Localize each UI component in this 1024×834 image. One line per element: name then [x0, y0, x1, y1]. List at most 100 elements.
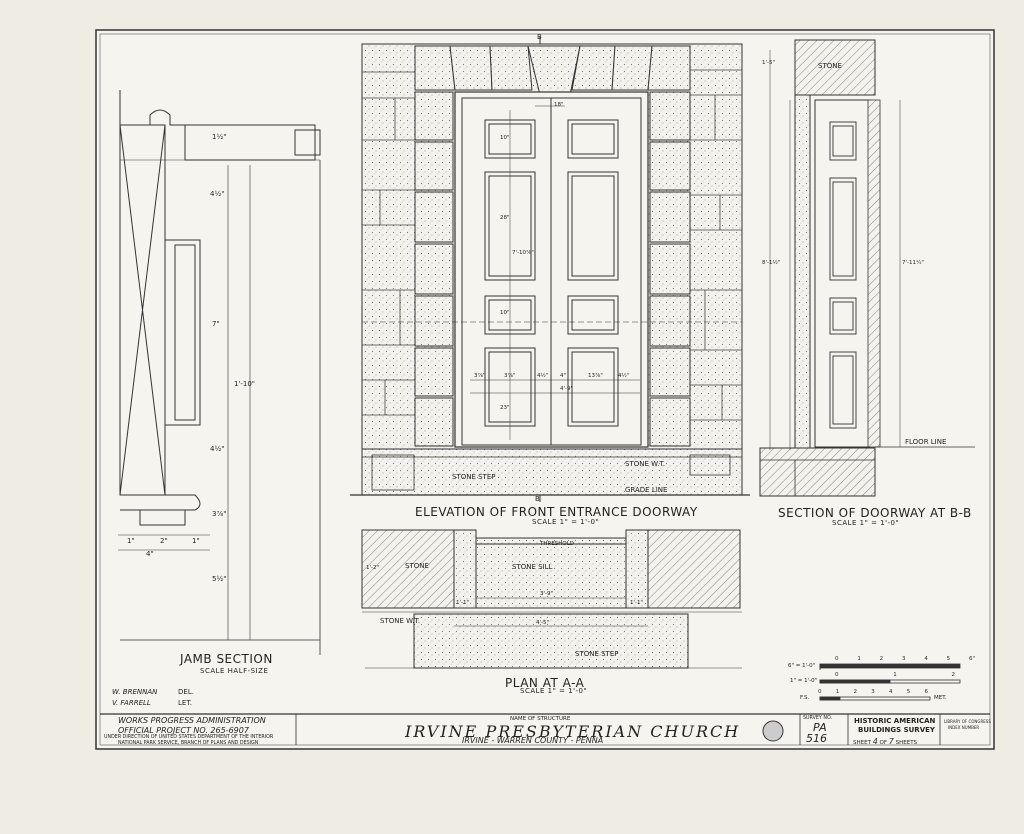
scale-tick: 4 — [889, 689, 893, 695]
elev-dim-2: 10" — [500, 135, 510, 141]
scale-tick: 2 — [951, 672, 956, 678]
habs-line-2: BUILDINGS SURVEY — [858, 726, 935, 734]
agency-line-1: WORKS PROGRESS ADMINISTRATION — [118, 716, 266, 725]
sheet-number: 4 — [872, 737, 878, 746]
letterer-role: LET. — [178, 699, 192, 707]
scale-tick: 0 — [818, 689, 822, 695]
elev-dim-4: 7'-10⅞" — [512, 250, 534, 256]
scale-tick: 1 — [835, 689, 840, 695]
elev-dim-11: 13⅞" — [588, 373, 603, 379]
scale-tick: 3 — [901, 656, 906, 662]
plan-dim-1: 3'-9" — [540, 591, 554, 597]
jamb-dim-5: 3⅞" — [212, 510, 227, 518]
section-title: SECTION OF DOORWAY AT B-B — [778, 506, 972, 520]
stone-plan-label: STONE — [405, 562, 429, 570]
stone-wt-plan-label: STONE W.T. — [380, 617, 421, 625]
library-line-2: INDEX NUMBER — [948, 725, 980, 730]
plan-dim-3: 1'-1" — [456, 600, 470, 606]
stone-wt-label: STONE W.T. — [625, 460, 666, 468]
elevation-scale: SCALE 1" = 1'-0" — [532, 518, 600, 526]
scale-tick: 4 — [924, 656, 928, 662]
jamb-section-title: JAMB SECTION — [180, 652, 273, 666]
jamb-dim-3: 7" — [212, 320, 220, 328]
scale-tick: 6" — [968, 656, 975, 662]
elev-dim-7: 3⅞" — [474, 373, 486, 379]
plan-dim-2: 4'-5" — [536, 620, 550, 626]
scale-bar-3-label: F.S. — [800, 695, 810, 701]
agency-line-3: UNDER DIRECTION OF UNITED STATES DEPARTM… — [104, 735, 274, 740]
survey-state: PA — [813, 721, 827, 734]
stone-label: STONE — [818, 62, 842, 70]
plan-scale: SCALE 1" = 1'-0" — [520, 687, 588, 695]
jamb-dim-10: 4" — [146, 550, 154, 558]
section-dim-3: 7'-11¼" — [902, 260, 924, 266]
scale-bar-3-unit: MET. — [934, 695, 947, 701]
section-dim-2: 8'-1½" — [762, 260, 781, 266]
floor-line-label: FLOOR LINE — [905, 438, 947, 446]
plan-drawing — [361, 529, 742, 669]
elev-dim-13: 4'-9" — [560, 386, 574, 392]
elevation-title: ELEVATION OF FRONT ENTRANCE DOORWAY — [415, 505, 698, 519]
scale-bars — [819, 663, 961, 701]
scale-tick: 1 — [893, 672, 897, 678]
survey-number: 516 — [806, 732, 827, 745]
jamb-dim-8: 2" — [160, 537, 168, 545]
scale-tick: 1 — [857, 656, 861, 662]
plan-dim-4: 1'-1" — [630, 600, 644, 606]
scale-tick: 5 — [906, 689, 911, 695]
plan-dim-5: 1'-2" — [366, 565, 380, 571]
elev-dim-8: 3⅞" — [504, 373, 516, 379]
threshold-label: THRESHOLD — [540, 541, 575, 547]
jamb-dim-total: 1'-10" — [234, 380, 256, 388]
jamb-dim-2: 4½" — [210, 190, 225, 198]
section-dim-1: 1'-5" — [762, 60, 776, 66]
scale-tick: 5 — [946, 656, 951, 662]
elev-dim-12: 4½" — [618, 373, 630, 379]
section-mark-bottom: B — [535, 495, 540, 503]
structure-name-label: NAME OF STRUCTURE — [510, 716, 571, 722]
elev-dim-6: 23" — [500, 405, 510, 411]
scale-tick: 0 — [835, 672, 839, 678]
section-mark-top: B — [537, 33, 542, 41]
inner-border — [99, 33, 991, 746]
scale-bar-1-ticks: 0 1 2 3 4 5 6" — [835, 656, 975, 662]
scale-tick: 6 — [924, 689, 929, 695]
scale-bar-3-ticks: 0 1 2 3 4 5 6 — [818, 689, 928, 695]
scale-tick: 2 — [879, 656, 884, 662]
letterer-name: V. FARRELL — [112, 699, 151, 707]
scale-tick: 0 — [835, 656, 839, 662]
agency-line-2: OFFICIAL PROJECT NO. 265-6907 — [118, 726, 249, 735]
section-drawing — [759, 39, 975, 497]
stone-step-label: STONE STEP — [452, 473, 496, 481]
drafter-role: DEL. — [178, 688, 194, 696]
elev-dim-1: 18" — [554, 102, 564, 108]
elev-dim-5: 10" — [500, 310, 510, 316]
library-line-1: LIBRARY OF CONGRESS — [944, 719, 991, 724]
jamb-dim-1: 1½" — [212, 133, 227, 141]
structure-name: IRVINE PRESBYTERIAN CHURCH — [405, 722, 741, 741]
agency-line-4: NATIONAL PARK SERVICE, BRANCH OF PLANS A… — [118, 741, 259, 746]
elevation-drawing — [350, 36, 750, 502]
scale-tick: 3 — [871, 689, 875, 695]
scale-bar-2-label: 1" = 1'-0" — [790, 678, 818, 684]
scale-bar-1-label: 6" = 1'-0" — [788, 663, 816, 669]
jamb-section-drawing — [118, 90, 321, 655]
habs-line-1: HISTORIC AMERICAN — [854, 717, 936, 725]
sheet-total: 7 — [888, 737, 894, 746]
sheet-label: SHEET — [853, 740, 871, 746]
jamb-dim-7: 1" — [127, 537, 135, 545]
title-block-frame — [100, 713, 990, 745]
elev-dim-9: 4½" — [537, 373, 549, 379]
jamb-section-scale: SCALE HALF-SIZE — [200, 667, 269, 675]
jamb-dim-6: 5½" — [212, 575, 227, 583]
elev-dim-3: 28" — [500, 215, 510, 221]
stone-step-plan-label: STONE STEP — [575, 650, 619, 658]
elev-dim-10: 4" — [560, 373, 567, 379]
jamb-dim-4: 4½" — [210, 445, 225, 453]
scale-bar-2-ticks: 0 1 2 — [835, 672, 955, 678]
jamb-dim-9: 1" — [192, 537, 200, 545]
sheet-count: SHEET 4 OF 7 SHEETS — [853, 737, 917, 746]
scale-tick: 2 — [853, 689, 858, 695]
